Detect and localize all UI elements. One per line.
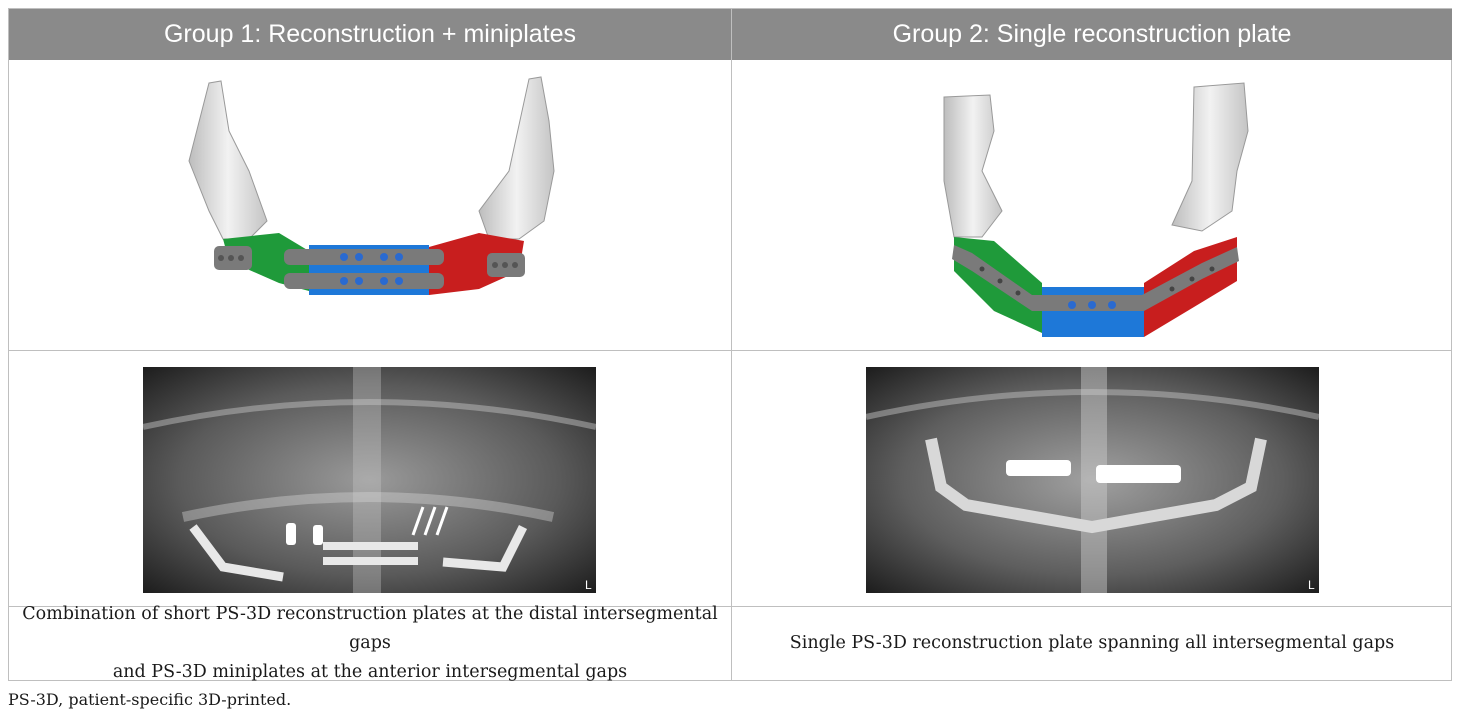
group1-header: Group 1: Reconstruction + miniplates [9, 9, 731, 60]
group2-xray-marker: L [1308, 578, 1315, 592]
group1-3d-model [9, 61, 731, 350]
group2-3d-model [732, 61, 1452, 350]
group2-xray: L [865, 367, 1320, 593]
group2-header: Group 2: Single reconstruction plate [732, 9, 1452, 60]
table-footnote: PS-3D, patient-specific 3D-printed. [8, 690, 292, 709]
group1-caption: Combination of short PS-3D reconstructio… [9, 604, 731, 682]
group2-caption: Single PS-3D reconstruction plate spanni… [732, 607, 1452, 680]
group1-caption-line1: Combination of short PS-3D reconstructio… [22, 604, 718, 653]
row-divider-1 [9, 350, 1451, 351]
group1-caption-line2: and PS-3D miniplates at the anterior int… [112, 662, 628, 682]
row-divider-2 [9, 606, 1451, 607]
group1-xray: L [142, 367, 597, 593]
column-divider [731, 9, 732, 680]
group1-xray-marker: L [585, 578, 592, 592]
group2-caption-line1: Single PS-3D reconstruction plate spanni… [789, 633, 1395, 653]
figure-table: Group 1: Reconstruction + miniplates Gro… [8, 8, 1452, 682]
